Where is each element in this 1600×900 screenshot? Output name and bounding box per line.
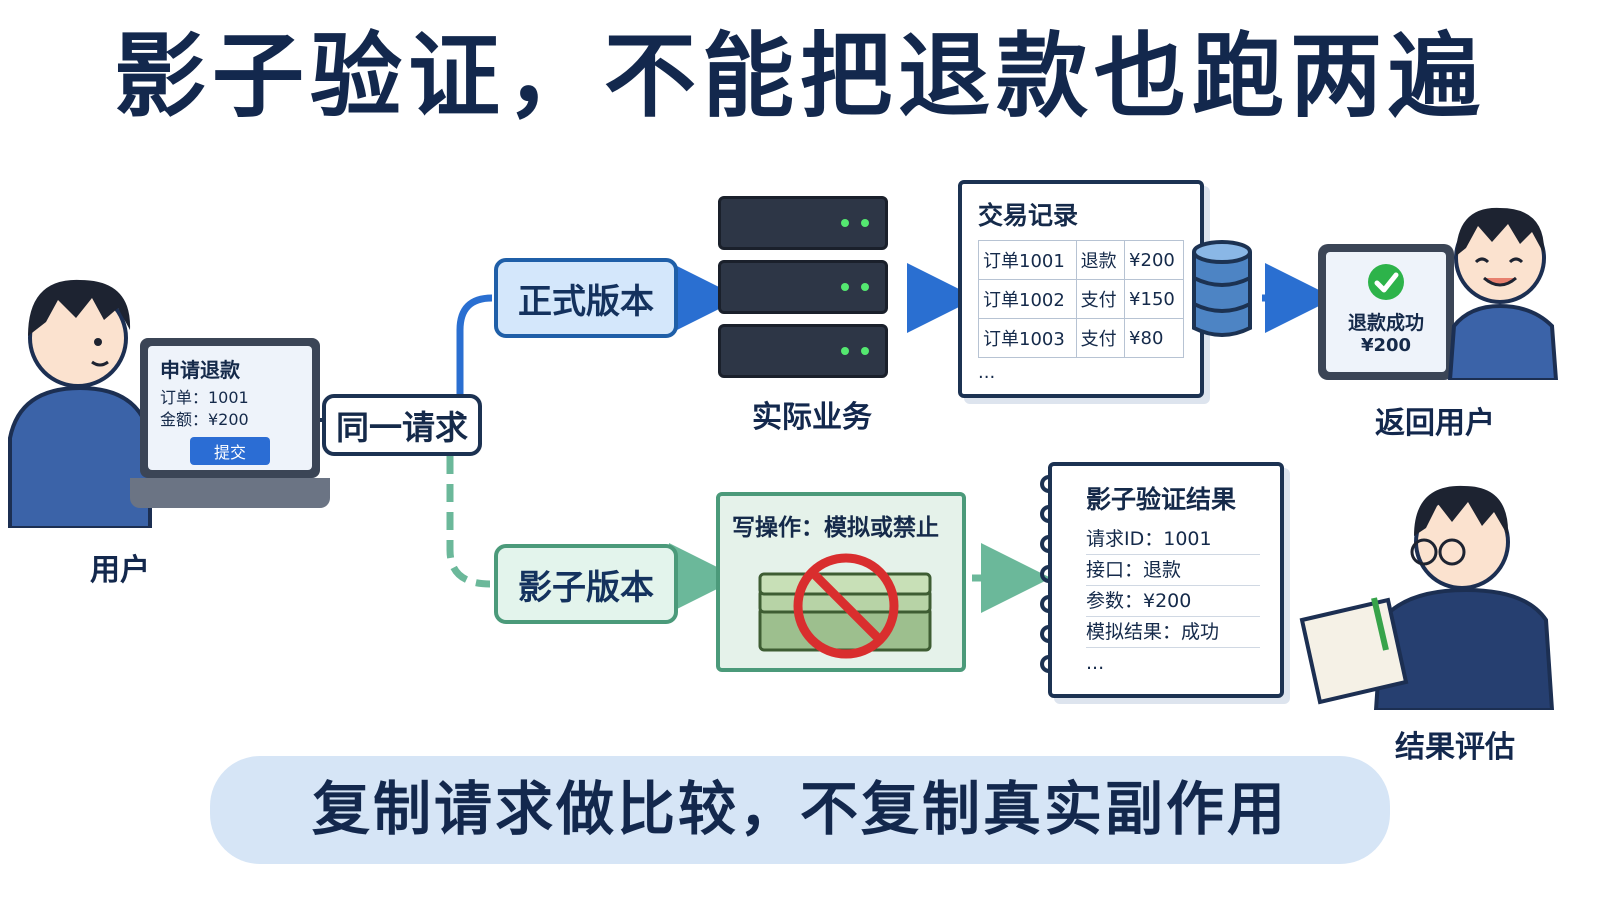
refund-amount-text: ¥200 <box>1360 335 1412 356</box>
bottom-banner <box>210 756 1390 864</box>
result-title: 影子验证结果 <box>1086 485 1237 514</box>
prod-version-box: 正式版本 <box>494 258 678 338</box>
submit-button[interactable]: 提交 <box>190 437 270 465</box>
link-request-prod <box>456 294 493 394</box>
link-request-shadow <box>446 456 491 588</box>
result-line-api: 接口：退款 <box>1086 555 1260 586</box>
biz-label: 实际业务 <box>752 400 872 435</box>
evaluator-figure-icon <box>1299 485 1555 710</box>
records-cell: 支付 <box>1075 279 1126 319</box>
eval-label: 结果评估 <box>1395 730 1515 765</box>
page-title: 影子验证，不能把退款也跑两遍 <box>113 23 1486 130</box>
records-cell: ¥200 <box>1124 240 1184 280</box>
laptop-icon: 申请退款 订单：1001 金额：¥200 提交 <box>130 338 330 518</box>
user-figure-icon <box>8 279 152 528</box>
result-line-outcome: 模拟结果：成功 <box>1086 617 1260 648</box>
records-cell: ¥80 <box>1124 318 1184 358</box>
records-cell: ¥150 <box>1124 279 1184 319</box>
records-title: 交易记录 <box>978 201 1079 230</box>
check-icon <box>1368 264 1404 300</box>
order-line: 订单：1001 <box>160 388 249 407</box>
records-cell: 订单1003 <box>978 318 1077 358</box>
result-more: ... <box>1086 652 1105 674</box>
records-cell: 支付 <box>1075 318 1126 358</box>
write-op-panel: 写操作：模拟或禁止 <box>716 492 966 672</box>
result-line-id: 请求ID：1001 <box>1086 524 1260 555</box>
result-line-param: 参数：¥200 <box>1086 586 1260 617</box>
user-label: 用户 <box>90 553 150 588</box>
records-cell: 退款 <box>1075 240 1126 280</box>
server-icon <box>718 196 888 382</box>
return-label: 返回用户 <box>1375 406 1495 441</box>
tablet-icon: 退款成功 ¥200 <box>1318 244 1454 380</box>
bottom-caption: 复制请求做比较，不复制真实副作用 <box>311 775 1288 843</box>
same-request-box: 同一请求 <box>322 394 482 456</box>
refund-success-text: 退款成功 <box>1347 312 1424 334</box>
records-cell: 订单1001 <box>978 240 1077 280</box>
database-icon <box>1192 240 1252 337</box>
shadow-result-panel: 影子验证结果 请求ID：1001 接口：退款 参数：¥200 模拟结果：成功 .… <box>1048 462 1284 698</box>
happy-user-icon <box>1447 207 1559 380</box>
amount-line: 金额：¥200 <box>160 410 249 429</box>
write-op-title: 写操作：模拟或禁止 <box>732 515 939 541</box>
records-cell: 订单1002 <box>978 279 1077 319</box>
records-more: ... <box>978 362 996 383</box>
no-money-icon <box>758 553 932 659</box>
shadow-version-box: 影子版本 <box>494 544 678 624</box>
laptop-keyboard <box>130 478 330 508</box>
refund-app-title: 申请退款 <box>160 358 240 382</box>
